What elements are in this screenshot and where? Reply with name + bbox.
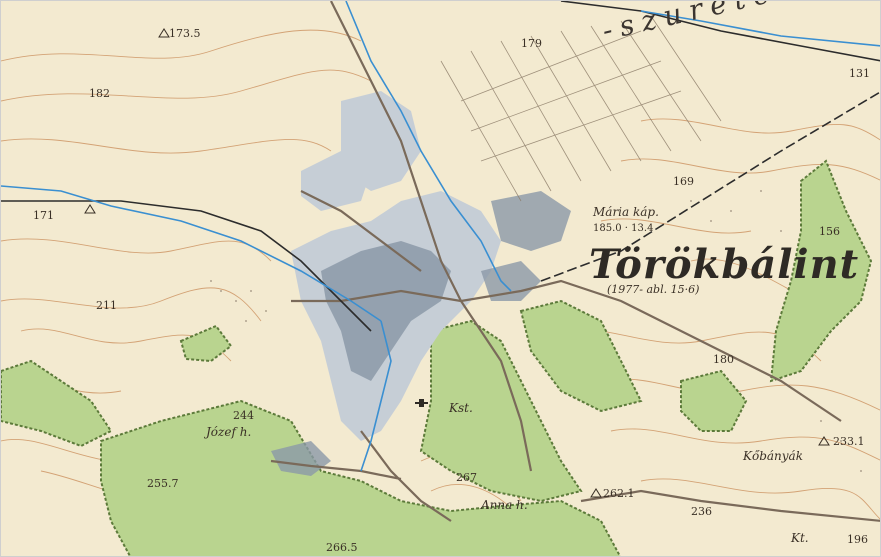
elevation-label: 233.1 [833,435,865,448]
elevation-markers [84,28,830,498]
elevation-label: 266.5 [326,541,358,554]
elevation-label: 169 [673,175,694,188]
station-label: Kst. [449,401,473,415]
elevation-label: 236 [691,505,712,518]
elevation-label: 156 [819,225,840,238]
hill-anna-label: Anna h. [481,498,528,512]
elevation-label: 179 [521,37,542,50]
elevation-label: 262.1 [603,487,635,500]
quarry-label: Kőbányák [743,449,803,463]
elevation-label: 131 [849,67,870,80]
elevation-label: 244 [233,409,254,422]
town-note-label: (1977- abl. 15·6) [607,283,700,296]
chapel-label: Mária káp. [593,205,659,219]
elevation-label: 196 [847,533,868,546]
elevation-label: 180 [713,353,734,366]
elevation-label: 211 [96,299,117,312]
orchard-dots [210,190,862,472]
elevation-label: 173.5 [169,27,201,40]
elevation-label: 182 [89,87,110,100]
railway [1,1,880,332]
field-strips [440,15,722,202]
elevation-label: 171 [33,209,54,222]
built-up-areas [271,91,571,476]
hill-jozsef-label: Józef h. [206,425,252,439]
kt-label: Kt. [791,531,809,545]
streams [1,1,880,472]
elevation-label: 267 [456,471,477,484]
church-symbol [415,399,428,407]
roads [270,1,880,522]
elevation-label: 255.7 [147,477,179,490]
town-name-label: Törökbálint [589,241,860,288]
chapel-elevation-label: 185.0 · 13.4 [593,223,654,234]
forest-areas [1,159,873,556]
